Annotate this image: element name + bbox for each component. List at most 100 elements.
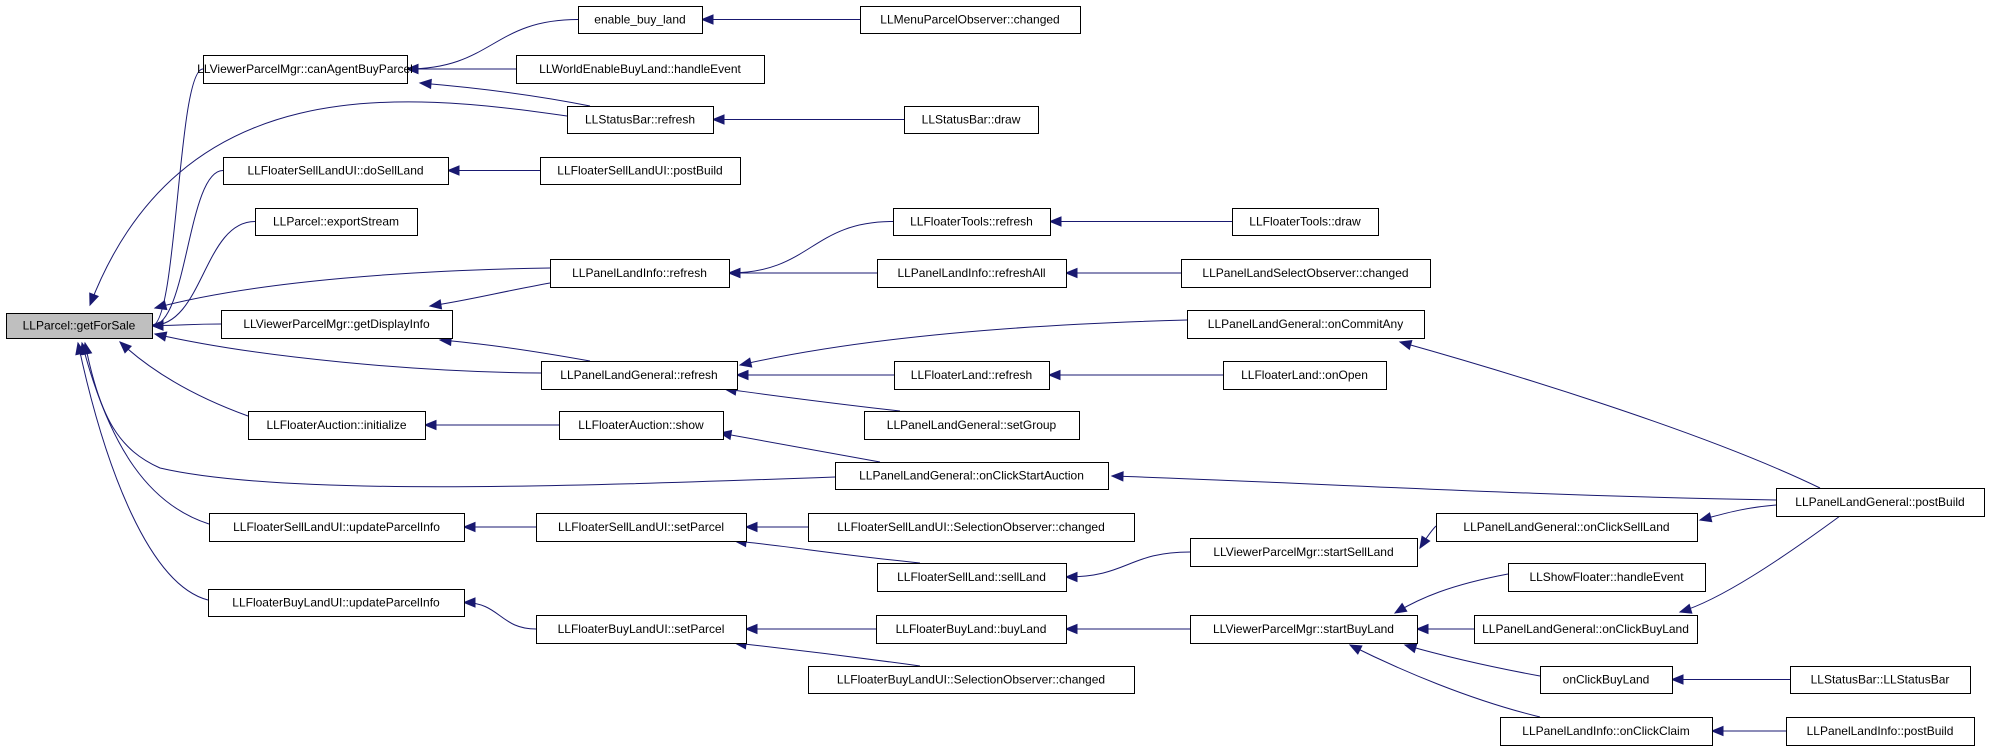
node-sellLand[interactable]: LLFloaterSellLand::sellLand xyxy=(877,563,1067,592)
arrowhead-icon xyxy=(1419,535,1431,550)
node-doSellLand[interactable]: LLFloaterSellLandUI::doSellLand xyxy=(223,157,449,185)
node-floaterLandRefresh[interactable]: LLFloaterLand::refresh xyxy=(894,361,1050,390)
node-buySetParcel[interactable]: LLFloaterBuyLandUI::setParcel xyxy=(536,615,747,644)
node-setGroup[interactable]: LLPanelLandGeneral::setGroup xyxy=(864,411,1080,440)
node-label: LLFloaterBuyLand::buyLand xyxy=(896,622,1047,636)
edge-line xyxy=(154,333,542,374)
node-box xyxy=(1436,513,1698,542)
node-auctionShow[interactable]: LLFloaterAuction::show xyxy=(559,411,724,440)
node-sellSetParcel[interactable]: LLFloaterSellLandUI::setParcel xyxy=(536,513,747,542)
arrowhead-icon xyxy=(1048,216,1062,227)
node-statusBarDraw[interactable]: LLStatusBar::draw xyxy=(904,106,1039,134)
node-label: LLStatusBar::draw xyxy=(922,113,1021,127)
node-onClickClaim[interactable]: LLPanelLandInfo::onClickClaim xyxy=(1500,717,1713,746)
arrowhead-icon xyxy=(150,320,164,331)
node-buySelectionChanged[interactable]: LLFloaterBuyLandUI::SelectionObserver::c… xyxy=(808,666,1135,694)
edge-sellSetParcel-to-sellUpdateParcelInfo xyxy=(462,521,536,533)
node-box xyxy=(559,411,724,440)
node-sellSelectionChanged[interactable]: LLFloaterSellLandUI::SelectionObserver::… xyxy=(808,513,1135,542)
node-landGeneralRefresh[interactable]: LLPanelLandGeneral::refresh xyxy=(541,361,738,390)
edge-line xyxy=(429,282,551,307)
edge-line xyxy=(119,341,249,417)
node-box xyxy=(1790,666,1971,694)
node-landInfoPostBuild[interactable]: LLPanelLandInfo::postBuild xyxy=(1786,717,1975,746)
node-buyUpdateParcelInfo[interactable]: LLFloaterBuyLandUI::updateParcelInfo xyxy=(208,589,465,617)
node-statusBarCtor[interactable]: LLStatusBar::LLStatusBar xyxy=(1790,666,1971,694)
node-box xyxy=(550,259,730,288)
node-label: LLStatusBar::LLStatusBar xyxy=(1811,673,1950,687)
node-menuParcelChanged[interactable]: LLMenuParcelObserver::changed xyxy=(860,6,1081,34)
node-label: LLFloaterAuction::initialize xyxy=(266,418,406,432)
node-label: LLPanelLandInfo::onClickClaim xyxy=(1522,724,1689,738)
node-label: LLPanelLandGeneral::onClickStartAuction xyxy=(859,469,1084,483)
edges-layer xyxy=(75,14,1841,737)
node-landInfoRefresh[interactable]: LLPanelLandInfo::refresh xyxy=(550,259,730,288)
node-statusBarRefresh[interactable]: LLStatusBar::refresh xyxy=(567,106,714,134)
edge-buyLand-to-buySetParcel xyxy=(744,623,876,635)
node-worldEnableBuyLand[interactable]: LLWorldEnableBuyLand::handleEvent xyxy=(516,55,765,84)
node-box xyxy=(1223,361,1387,390)
node-onClickStartAuction[interactable]: LLPanelLandGeneral::onClickStartAuction xyxy=(835,462,1109,490)
node-box xyxy=(1187,310,1425,339)
node-box xyxy=(1232,208,1379,236)
edge-setGroup-to-landGeneralRefresh xyxy=(723,385,901,412)
node-floaterLandOnOpen[interactable]: LLFloaterLand::onOpen xyxy=(1223,361,1387,390)
node-getForSale[interactable]: LLParcel::getForSale xyxy=(6,313,153,339)
node-startBuyLand[interactable]: LLViewerParcelMgr::startBuyLand xyxy=(1190,615,1418,644)
node-sellLandUIPostBuild[interactable]: LLFloaterSellLandUI::postBuild xyxy=(540,157,741,185)
edge-line xyxy=(1065,551,1191,578)
node-onClickSellLand[interactable]: LLPanelLandGeneral::onClickSellLand xyxy=(1436,513,1698,542)
node-label: onClickBuyLand xyxy=(1563,673,1650,687)
node-box xyxy=(1776,488,1985,517)
edge-line xyxy=(419,82,591,107)
node-sellUpdateParcelInfo[interactable]: LLFloaterSellLandUI::updateParcelInfo xyxy=(209,513,465,542)
node-box xyxy=(877,259,1067,288)
node-label: LLFloaterSellLandUI::SelectionObserver::… xyxy=(837,520,1105,534)
node-landSelectObserverChanged[interactable]: LLPanelLandSelectObserver::changed xyxy=(1181,259,1431,288)
node-startSellLand[interactable]: LLViewerParcelMgr::startSellLand xyxy=(1190,538,1418,567)
node-box xyxy=(203,55,408,84)
node-getDisplayInfo[interactable]: LLViewerParcelMgr::getDisplayInfo xyxy=(221,310,453,339)
edge-line xyxy=(1111,475,1777,501)
node-label: LLViewerParcelMgr::canAgentBuyParcel xyxy=(197,62,413,76)
node-exportStream[interactable]: LLParcel::exportStream xyxy=(255,208,418,236)
arrowhead-icon xyxy=(735,369,749,381)
node-box xyxy=(540,157,741,185)
node-label: enable_buy_land xyxy=(594,13,685,27)
node-showFloaterHandle[interactable]: LLShowFloater::handleEvent xyxy=(1508,563,1706,592)
node-onCommitAny[interactable]: LLPanelLandGeneral::onCommitAny xyxy=(1187,310,1425,339)
node-box xyxy=(1500,717,1713,746)
node-box xyxy=(1786,717,1975,746)
arrowhead-icon xyxy=(1064,623,1078,635)
edge-floaterLandRefresh-to-landGeneralRefresh xyxy=(735,369,894,381)
node-onClickBuyLandGeneral[interactable]: LLPanelLandGeneral::onClickBuyLand xyxy=(1474,615,1698,644)
edge-floaterLandOnOpen-to-floaterLandRefresh xyxy=(1047,369,1223,381)
node-onClickBuyLand[interactable]: onClickBuyLand xyxy=(1540,666,1673,694)
arrowhead-icon xyxy=(428,299,443,310)
edge-landSelectObserverChanged-to-landInfoRefreshAll xyxy=(1064,267,1181,279)
edge-buySetParcel-to-buyUpdateParcelInfo xyxy=(462,597,537,630)
node-canAgentBuyParcel[interactable]: LLViewerParcelMgr::canAgentBuyParcel xyxy=(197,55,413,84)
node-label: LLFloaterLand::onOpen xyxy=(1241,368,1368,382)
edge-landInfoRefreshAll-to-landInfoRefresh xyxy=(727,267,877,279)
node-box xyxy=(248,411,426,440)
node-enable_buy_land[interactable]: enable_buy_land xyxy=(578,6,703,34)
node-box xyxy=(208,589,465,617)
node-floaterToolsRefresh[interactable]: LLFloaterTools::refresh xyxy=(893,208,1051,236)
node-buyLand[interactable]: LLFloaterBuyLand::buyLand xyxy=(876,615,1067,644)
arrowhead-icon xyxy=(1403,643,1418,654)
node-floaterToolsDraw[interactable]: LLFloaterTools::draw xyxy=(1232,208,1379,236)
node-label: LLFloaterSellLand::sellLand xyxy=(897,570,1046,584)
node-box xyxy=(893,208,1051,236)
node-landInfoRefreshAll[interactable]: LLPanelLandInfo::refreshAll xyxy=(877,259,1067,288)
node-box xyxy=(877,563,1067,592)
edge-landInfoRefresh-to-getDisplayInfo xyxy=(428,282,551,310)
node-box xyxy=(6,313,153,339)
node-landGeneralPostBuild[interactable]: LLPanelLandGeneral::postBuild xyxy=(1776,488,1985,517)
node-label: LLStatusBar::refresh xyxy=(585,113,695,127)
node-auctionInitialize[interactable]: LLFloaterAuction::initialize xyxy=(248,411,426,440)
edge-menuParcelChanged-to-enable_buy_land xyxy=(700,14,860,25)
edge-statusBarRefresh-to-getForSale xyxy=(89,101,568,307)
edge-landGeneralPostBuild-to-onClickStartAuction xyxy=(1110,471,1777,501)
node-box xyxy=(567,106,714,134)
